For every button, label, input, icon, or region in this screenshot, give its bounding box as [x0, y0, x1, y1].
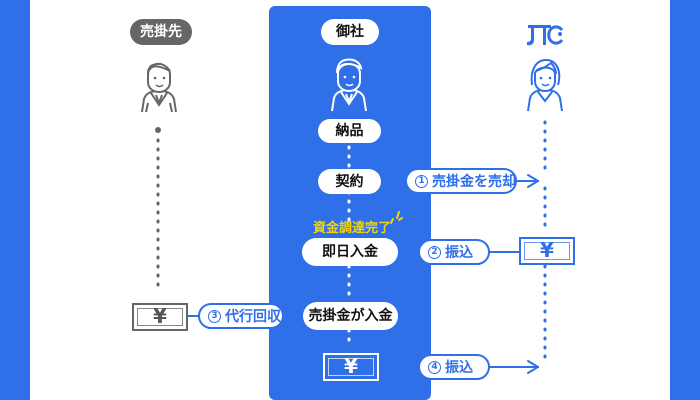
- left-blue-band: [0, 0, 30, 400]
- step3-label: 3 代行回収: [198, 303, 284, 329]
- company-actor-label: 御社: [321, 19, 379, 45]
- yen-card-left: ¥: [132, 303, 188, 331]
- left-actor-timeline: [155, 127, 161, 291]
- sparkle-icon: [390, 211, 403, 224]
- yen-symbol: ¥: [540, 238, 554, 262]
- left-actor-label: 売掛先: [130, 19, 192, 45]
- jtc-logo: [527, 25, 564, 46]
- step3-number: 3: [208, 309, 221, 323]
- step1-left-arrowhead: [387, 174, 399, 188]
- step4-arrowhead: [527, 360, 539, 374]
- step3-arrowhead: [291, 309, 303, 323]
- same-day-deposit-step: 即日入金: [302, 238, 398, 266]
- right-actor-businesswoman-icon: [527, 58, 563, 112]
- contract-step: 契約: [318, 169, 381, 194]
- step1-label: 1 売掛金を売却: [405, 168, 517, 194]
- step3-text: 代行回収: [225, 309, 281, 325]
- step4-number: 4: [428, 360, 441, 374]
- step2-label: 2 振込: [418, 239, 490, 265]
- step2-arrowhead: [398, 245, 410, 259]
- receivable-deposit-step: 売掛金が入金: [303, 302, 398, 330]
- left-actor-businessman-icon: [141, 62, 177, 113]
- step4-label: 4 振込: [418, 354, 490, 380]
- step1-text: 売掛金を売却: [432, 174, 516, 190]
- step1-number: 1: [415, 174, 428, 188]
- company-businessman-icon: [331, 58, 367, 112]
- step4-text: 振込: [445, 360, 473, 376]
- yen-symbol: ¥: [153, 304, 167, 328]
- left-timeline-start-dot: [155, 127, 161, 133]
- step2-number: 2: [428, 245, 441, 259]
- step2-text: 振込: [445, 245, 473, 261]
- funding-complete-label: 資金調達完了: [313, 221, 392, 236]
- step1-right-arrowhead: [527, 174, 539, 188]
- delivery-step: 納品: [318, 119, 381, 143]
- yen-symbol: ¥: [344, 354, 358, 378]
- yen-card-center: ¥: [323, 353, 379, 381]
- right-blue-band: [670, 0, 700, 400]
- yen-transfer-card-right: ¥: [519, 237, 575, 265]
